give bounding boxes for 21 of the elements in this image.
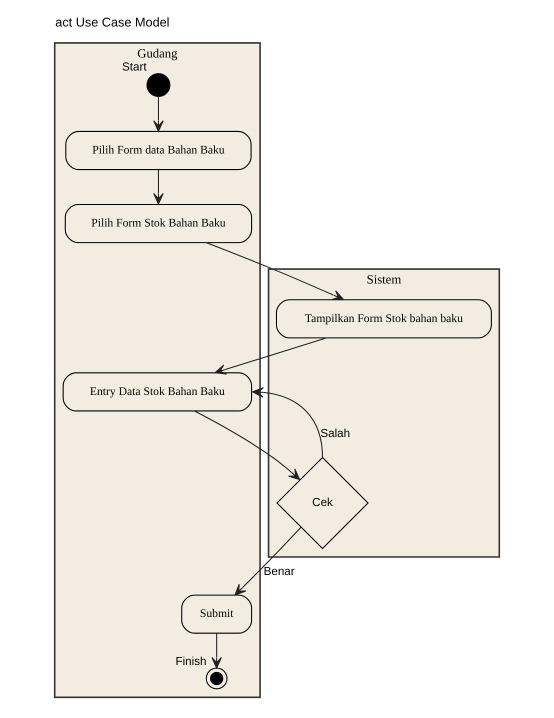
arrow: [194, 410, 300, 480]
node-box: Tampilkan Form Stok bahan baku: [276, 299, 492, 338]
node-box: Submit: [181, 594, 252, 634]
node-box: Entry Data Stok Bahan Baku: [62, 372, 252, 412]
node-circle: [206, 668, 228, 690]
arrow: [153, 170, 164, 205]
node-diamond: Cek: [276, 456, 369, 550]
arrow: [153, 96, 164, 132]
edge-label: Benar: [264, 564, 295, 578]
node-label: Finish: [175, 654, 206, 668]
node-circle: [146, 73, 170, 98]
diagram-title: act Use Case Model: [55, 16, 170, 30]
arrow: [211, 634, 222, 669]
arrow: [214, 337, 326, 375]
edge-label: Salah: [320, 427, 350, 440]
arrow: [234, 527, 302, 596]
arrow: [252, 387, 324, 458]
node-box: Pilih Form data Bahan Baku: [65, 130, 252, 170]
node-label: Start: [122, 60, 147, 74]
node-box: Pilih Form Stok Bahan Baku: [64, 204, 252, 244]
arrow: [206, 242, 344, 300]
